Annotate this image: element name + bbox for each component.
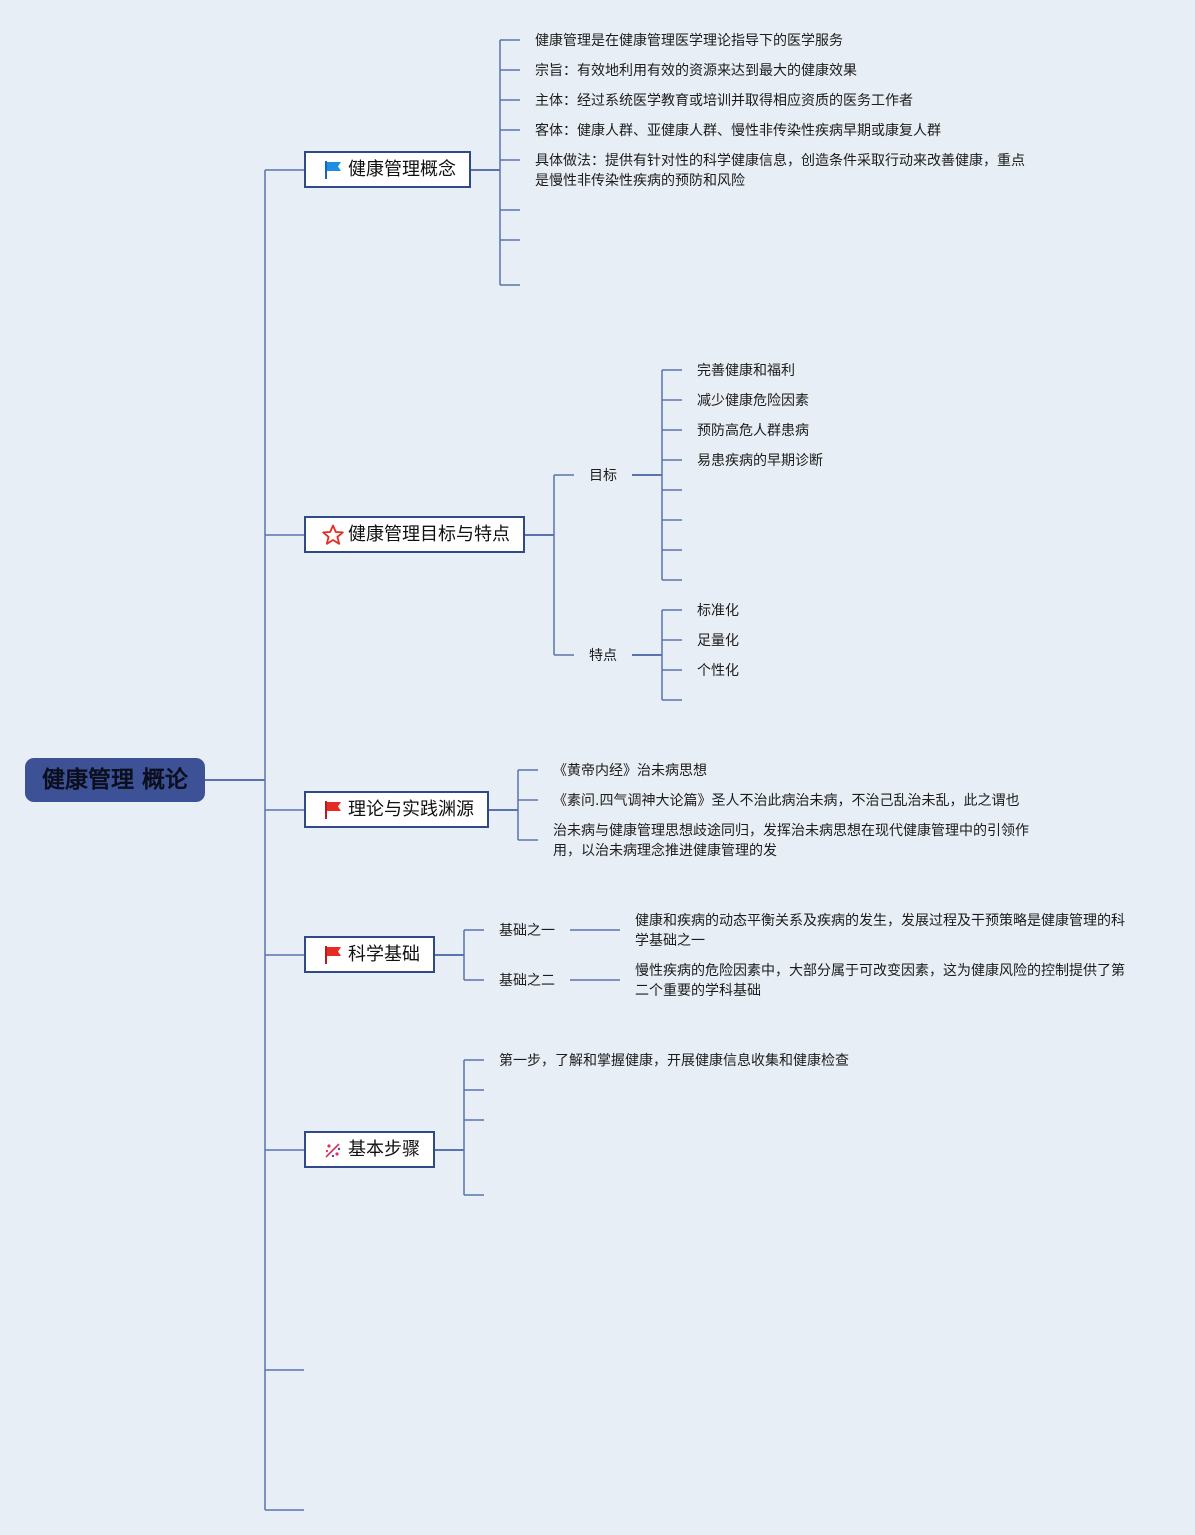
root-topic[interactable]: 健康管理 概论 [25, 758, 205, 802]
flag-blue-icon [322, 159, 344, 181]
leaf-text[interactable]: 健康管理是在健康管理医学理论指导下的医学服务 [535, 33, 843, 49]
leaf-text[interactable]: 个性化 [697, 663, 739, 679]
sparkle-icon [322, 1139, 344, 1161]
leaf-text[interactable]: 健康和疾病的动态平衡关系及疾病的发生，发展过程及干预策略是健康管理的科学基础之一 [635, 913, 1125, 949]
leaf-text[interactable]: 预防高危人群患病 [697, 423, 809, 439]
branch-goals-and-features[interactable]: 健康管理目标与特点 [304, 516, 525, 553]
leaf-text[interactable]: 宗旨：有效地利用有效的资源来达到最大的健康效果 [535, 63, 857, 79]
subtopic-features[interactable]: 特点 [589, 648, 617, 664]
branch-label: 理论与实践渊源 [348, 799, 474, 820]
leaf-text[interactable]: 客体：健康人群、亚健康人群、慢性非传染性疾病早期或康复人群 [535, 123, 941, 139]
leaf-text[interactable]: 《素问.四气调神大论篇》圣人不治此病治未病，不治己乱治未乱，此之谓也 [553, 793, 1020, 809]
leaf-text[interactable]: 慢性疾病的危险因素中，大部分属于可改变因素，这为健康风险的控制提供了第二个重要的… [635, 963, 1125, 999]
subtopic-goals[interactable]: 目标 [589, 468, 617, 484]
branch-basic-steps[interactable]: 基本步骤 [304, 1131, 435, 1168]
leaf-text[interactable]: 第一步，了解和掌握健康，开展健康信息收集和健康检查 [499, 1053, 849, 1069]
leaf-text[interactable]: 具体做法：提供有针对性的科学健康信息，创造条件采取行动来改善健康，重点是慢性非传… [535, 153, 1025, 189]
leaf-text[interactable]: 治未病与健康管理思想歧途同归，发挥治未病思想在现代健康管理中的引领作用，以治未病… [553, 823, 1029, 859]
leaf-text[interactable]: 完善健康和福利 [697, 363, 795, 379]
branch-theory-and-practice-origins[interactable]: 理论与实践渊源 [304, 791, 489, 828]
star-outline-icon [322, 524, 344, 546]
leaf-text[interactable]: 标准化 [697, 603, 739, 619]
leaf-text[interactable]: 足量化 [697, 633, 739, 649]
branch-label: 基本步骤 [348, 1139, 420, 1160]
branch-label: 健康管理目标与特点 [348, 524, 510, 545]
branch-health-management-concept[interactable]: 健康管理概念 [304, 151, 471, 188]
flag-red-icon [322, 799, 344, 821]
leaf-text[interactable]: 《黄帝内经》治未病思想 [553, 763, 707, 779]
leaf-text[interactable]: 易患疾病的早期诊断 [697, 453, 823, 469]
flag-red-icon [322, 944, 344, 966]
leaf-text[interactable]: 主体：经过系统医学教育或培训并取得相应资质的医务工作者 [535, 93, 913, 109]
branch-label: 科学基础 [348, 944, 420, 965]
subtopic-basis-two[interactable]: 基础之二 [499, 973, 555, 989]
leaf-text[interactable]: 减少健康危险因素 [697, 393, 809, 409]
branch-scientific-basis[interactable]: 科学基础 [304, 936, 435, 973]
subtopic-basis-one[interactable]: 基础之一 [499, 923, 555, 939]
branch-label: 健康管理概念 [348, 159, 456, 180]
